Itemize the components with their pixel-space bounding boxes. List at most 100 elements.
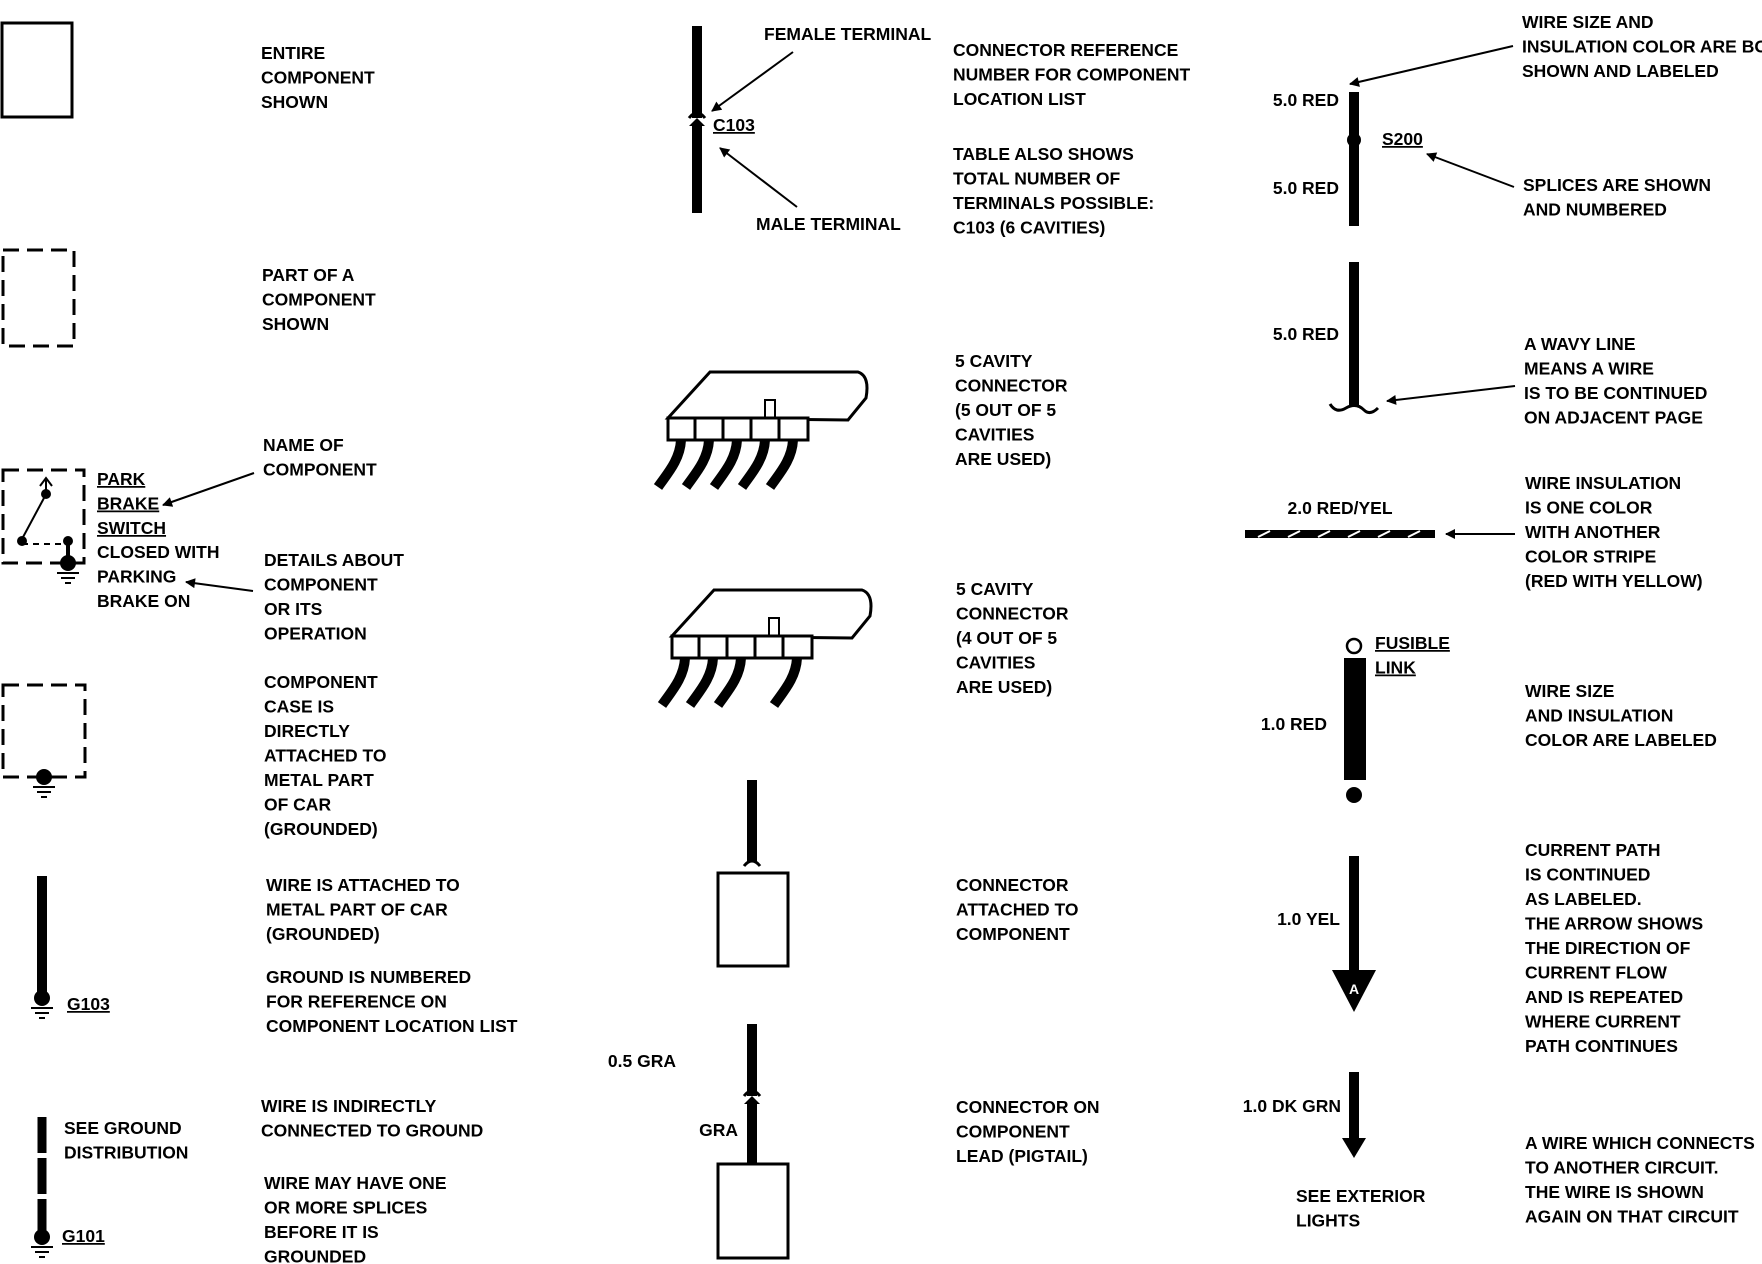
five-of-five-label-line: 5 CAVITY — [955, 351, 1033, 371]
table-shows-label-line: TOTAL NUMBER OF — [953, 169, 1121, 189]
insulation-one-color-label-line: IS ONE COLOR — [1525, 498, 1653, 518]
insulation-one-color-label-line: COLOR STRIPE — [1525, 547, 1656, 567]
entire-component-label-line: ENTIRE — [261, 43, 325, 63]
splice-s200-label: S200 — [1382, 129, 1423, 149]
case-grounded-label-line: ATTACHED TO — [264, 746, 387, 766]
five-of-five-label-line: CONNECTOR — [955, 376, 1068, 396]
park-brake-switch-name: PARK BRAKE SWITCH — [97, 469, 166, 538]
connector-attached-label-line: COMPONENT — [956, 924, 1070, 944]
four-of-five-label-line: CAVITIES — [956, 653, 1035, 673]
case-grounded-label-line: (GROUNDED) — [264, 819, 378, 839]
may-have-splices-label-line: OR MORE SPLICES — [264, 1198, 427, 1218]
entire-component-label-line: COMPONENT — [261, 68, 375, 88]
size-and-color-label-line: COLOR ARE LABELED — [1525, 730, 1717, 750]
wavy-line-label-line: MEANS A WIRE — [1524, 359, 1654, 379]
switch-blade — [21, 497, 45, 540]
ground-numbered-label-line: GROUND IS NUMBERED — [266, 967, 471, 987]
see-exterior-lights-label-line: LIGHTS — [1296, 1211, 1360, 1231]
splices-shown-label-line: SPLICES ARE SHOWN — [1523, 175, 1711, 195]
ground-g103-label: G103 — [67, 994, 110, 1014]
connector-c103-label: C103 — [713, 115, 755, 135]
wavy-line-label-line: IS TO BE CONTINUED — [1524, 383, 1707, 403]
splice-dot-icon — [1347, 133, 1361, 147]
four-of-five-label-line: 5 CAVITY — [956, 579, 1034, 599]
case-grounded-label-line: CASE IS — [264, 697, 334, 717]
current-path-label-line: THE DIRECTION OF — [1525, 938, 1691, 958]
connector-reference-label-line: LOCATION LIST — [953, 89, 1086, 109]
current-path-label-line: AND IS REPEATED — [1525, 987, 1683, 1007]
current-path-label-line: AS LABELED. — [1525, 889, 1642, 909]
connector-on-lead-label-line: COMPONENT — [956, 1122, 1070, 1142]
case-grounded-label-line: DIRECTLY — [264, 721, 350, 741]
case-grounded-label-line: OF CAR — [264, 795, 331, 815]
park-brake-switch-name-line: SWITCH — [97, 518, 166, 538]
see-ground-distribution-label-line: SEE GROUND — [64, 1118, 182, 1138]
ground-numbered-label-line: FOR REFERENCE ON — [266, 992, 447, 1012]
part-component-label-line: COMPONENT — [262, 290, 376, 310]
park-brake-switch-name-line: PARK — [97, 469, 146, 489]
wavy-line-label-line: ON ADJACENT PAGE — [1524, 408, 1703, 428]
wire-attached-label-line: WIRE IS ATTACHED TO — [266, 875, 460, 895]
four-of-five-label-line: ARE USED) — [956, 677, 1052, 697]
connector-on-lead-label: CONNECTOR ON COMPONENT LEAD (PIGTAIL) — [956, 1097, 1100, 1166]
table-shows-label-line: C103 (6 CAVITIES) — [953, 218, 1105, 238]
wavy-break-icon — [1328, 403, 1380, 415]
details-about-label-line: OPERATION — [264, 624, 367, 644]
see-exterior-lights-label-line: SEE EXTERIOR — [1296, 1186, 1426, 1206]
five-of-five-label-line: CAVITIES — [955, 425, 1034, 445]
park-brake-switch-details-line: BRAKE ON — [97, 591, 190, 611]
fusible-link-label-line: LINK — [1375, 658, 1416, 678]
fusible-link-top-icon — [1345, 637, 1363, 655]
connects-circuit-label-line: TO ANOTHER CIRCUIT. — [1525, 1158, 1718, 1178]
attached-component-box — [716, 871, 790, 968]
connector-on-lead-label-line: CONNECTOR ON — [956, 1097, 1100, 1117]
fusible-wire-label: 1.0 RED — [1261, 714, 1327, 734]
details-about-label-line: COMPONENT — [264, 575, 378, 595]
may-have-splices-label-line: WIRE MAY HAVE ONE — [264, 1173, 447, 1193]
insulation-one-color-label-line: (RED WITH YELLOW) — [1525, 571, 1703, 591]
park-brake-switch-name-line: BRAKE — [97, 494, 159, 514]
wire-attached-label-line: METAL PART OF CAR — [266, 900, 448, 920]
current-path-label-line: THE ARROW SHOWS — [1525, 914, 1703, 934]
four-of-five-label-line: (4 OUT OF 5 — [956, 628, 1057, 648]
wire-size-both-label-line: SHOWN AND LABELED — [1522, 61, 1719, 81]
name-of-component-label-line: NAME OF — [263, 435, 344, 455]
see-ground-distribution-label-line: DISTRIBUTION — [64, 1143, 188, 1163]
ground-numbered-label-line: COMPONENT LOCATION LIST — [266, 1016, 518, 1036]
current-path-label-line: CURRENT FLOW — [1525, 963, 1667, 983]
connector-on-lead-label-line: LEAD (PIGTAIL) — [956, 1146, 1088, 1166]
ground-numbered-label: GROUND IS NUMBERED FOR REFERENCE ON COMPON… — [266, 967, 518, 1036]
pigtail-wire-bottom-label: GRA — [699, 1120, 738, 1140]
circuit-arrow-icon — [1342, 1138, 1366, 1158]
current-arrow-letter: A — [1349, 981, 1359, 997]
connector-attached-label-line: ATTACHED TO — [956, 900, 1079, 920]
switch-contact-icon — [41, 489, 51, 499]
red-wire-label-1: 5.0 RED — [1273, 90, 1339, 110]
table-shows-label-line: TABLE ALSO SHOWS — [953, 144, 1134, 164]
current-path-label-line: WHERE CURRENT — [1525, 1012, 1681, 1032]
current-path-label-line: IS CONTINUED — [1525, 865, 1650, 885]
connector-reference-label-line: NUMBER FOR COMPONENT — [953, 65, 1191, 85]
female-terminal-label: FEMALE TERMINAL — [764, 24, 932, 44]
ground-symbol-icon — [56, 572, 80, 584]
part-component-box — [1, 248, 76, 348]
dk-grn-wire-label: 1.0 DK GRN — [1243, 1096, 1341, 1116]
